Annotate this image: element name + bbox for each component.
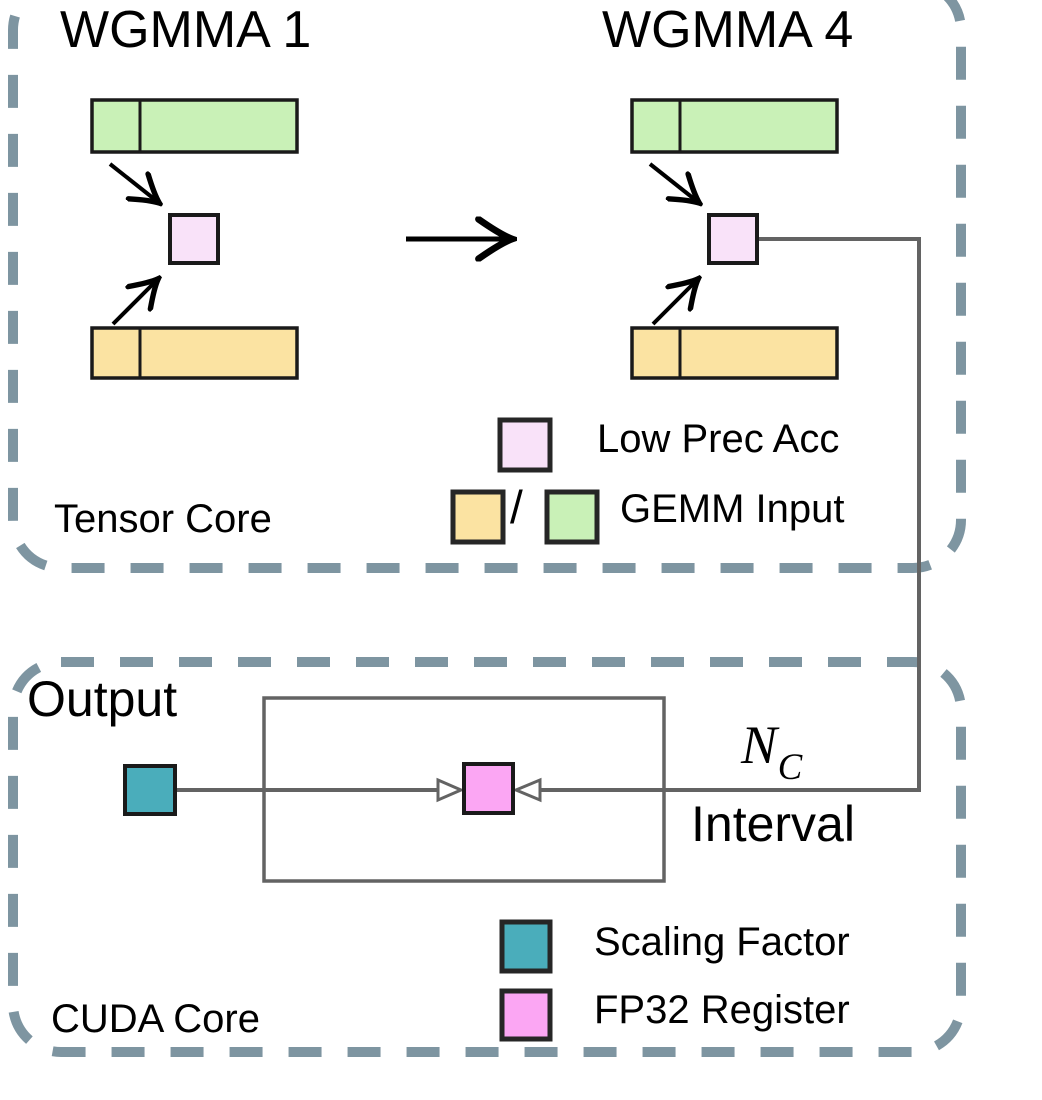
wgmma4-title: WGMMA 4: [602, 1, 854, 59]
legend-low-prec-acc-swatch: [497, 417, 553, 473]
wgmma4-input-a-arrow: [651, 280, 697, 326]
left-open-arrowhead: [436, 777, 465, 803]
wgmma1-low-prec-acc-square: [168, 213, 220, 265]
wgmma1-input-a-arrow: [111, 280, 157, 326]
wgmma4-input-b-arrow: [648, 162, 698, 202]
interval-symbol-base: N: [741, 715, 778, 775]
wgmma1-title: WGMMA 1: [60, 1, 312, 59]
interval-count-symbol: NC: [741, 715, 802, 785]
wgmma4-gemm-input-b-bar: [630, 98, 839, 154]
wgmma1-gemm-input-b-bar: [90, 98, 299, 154]
legend-scaling-factor-label: Scaling Factor: [594, 920, 850, 964]
fp32-register-square: [462, 762, 515, 815]
accumulator-to-register-wire: [540, 237, 921, 792]
cuda-core-box-label: CUDA Core: [51, 997, 260, 1041]
legend-scaling-factor-swatch: [499, 919, 553, 974]
legend-fp32-register-swatch: [499, 988, 553, 1042]
right-open-arrowhead: [512, 777, 542, 803]
legend-gemm-input-orange-swatch: [450, 489, 506, 545]
output-label: Output: [27, 671, 178, 727]
interval-symbol-subscript: C: [777, 746, 803, 788]
legend-low-prec-acc-label: Low Prec Acc: [597, 417, 840, 461]
wgmma4-low-prec-acc-square: [707, 213, 759, 265]
wgmma4-gemm-input-a-bar: [630, 326, 839, 380]
legend-separator-label: /: [510, 481, 523, 533]
legend-gemm-input-green-swatch: [544, 489, 600, 545]
cuda-core-dashed-box: [8, 657, 966, 1057]
legend-fp32-register-label: FP32 Register: [594, 988, 850, 1032]
wgmma1-gemm-input-a-bar: [90, 326, 299, 380]
interval-word-label: Interval: [691, 796, 855, 852]
tensor-core-box-label: Tensor Core: [54, 497, 272, 541]
legend-gemm-input-label: GEMM Input: [620, 487, 845, 531]
wgmma1-input-b-arrow: [108, 162, 158, 202]
scaling-factor-square: [123, 764, 177, 816]
tensor-core-dashed-box: [8, 0, 966, 573]
